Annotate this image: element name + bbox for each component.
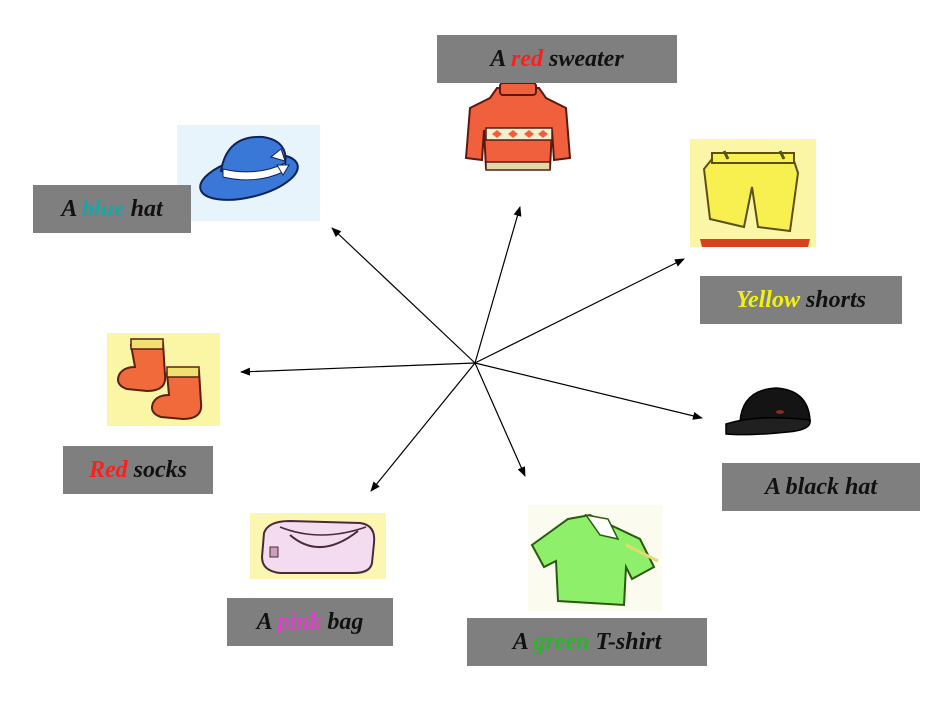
label-part: A black hat	[764, 473, 878, 500]
arrow-to-pink-bag	[370, 362, 476, 492]
label-blue-hat: A blue hat	[33, 185, 191, 233]
arrow-to-yellow-shorts	[474, 258, 685, 364]
label-part: sweater	[543, 45, 624, 72]
label-red-socks: Red socks	[63, 446, 213, 494]
label-color-word: blue	[82, 195, 125, 222]
arrow-to-red-sweater	[474, 206, 522, 364]
label-color-word: red	[511, 45, 543, 72]
arrow-to-red-socks	[240, 362, 476, 376]
red-sweater-picture	[462, 80, 574, 180]
green-tshirt-picture	[528, 505, 662, 611]
arrow-to-blue-hat	[331, 227, 476, 364]
arrow-to-black-hat	[474, 362, 703, 420]
yellow-shorts-picture	[690, 139, 816, 247]
socks-icon	[117, 338, 203, 421]
blue-hat-picture	[177, 125, 320, 221]
red-socks-picture	[107, 333, 220, 426]
label-part: A	[256, 608, 278, 635]
label-part: A	[512, 628, 534, 655]
label-color-word: Red	[88, 456, 128, 483]
label-red-sweater: A red sweater	[437, 35, 677, 83]
label-pink-bag: A pink bag	[227, 598, 393, 646]
black-hat-picture	[718, 378, 820, 452]
label-color-word: green	[533, 628, 590, 655]
pink-bag-picture	[250, 513, 386, 579]
label-part: hat	[124, 195, 163, 222]
label-part: A	[61, 195, 82, 222]
label-black-hat: A black hat	[722, 463, 920, 511]
label-part: bag	[321, 608, 364, 635]
label-yellow-shorts: Yellow shorts	[700, 276, 902, 324]
label-part: shorts	[799, 286, 867, 313]
label-part: A	[490, 45, 511, 72]
bag-icon	[260, 519, 376, 574]
label-color-word: pink	[277, 608, 322, 635]
blue-hat-icon	[199, 135, 299, 201]
label-green-tshirt: A green T-shirt	[467, 618, 707, 666]
tshirt-icon	[530, 513, 659, 607]
arrow-to-green-tshirt	[474, 362, 526, 477]
sweater-icon	[464, 82, 572, 171]
label-color-word: Yellow	[735, 286, 800, 313]
shorts-icon	[700, 150, 810, 247]
label-part: T-shirt	[589, 628, 662, 655]
label-part: socks	[127, 456, 187, 483]
black-cap-icon	[725, 387, 811, 436]
